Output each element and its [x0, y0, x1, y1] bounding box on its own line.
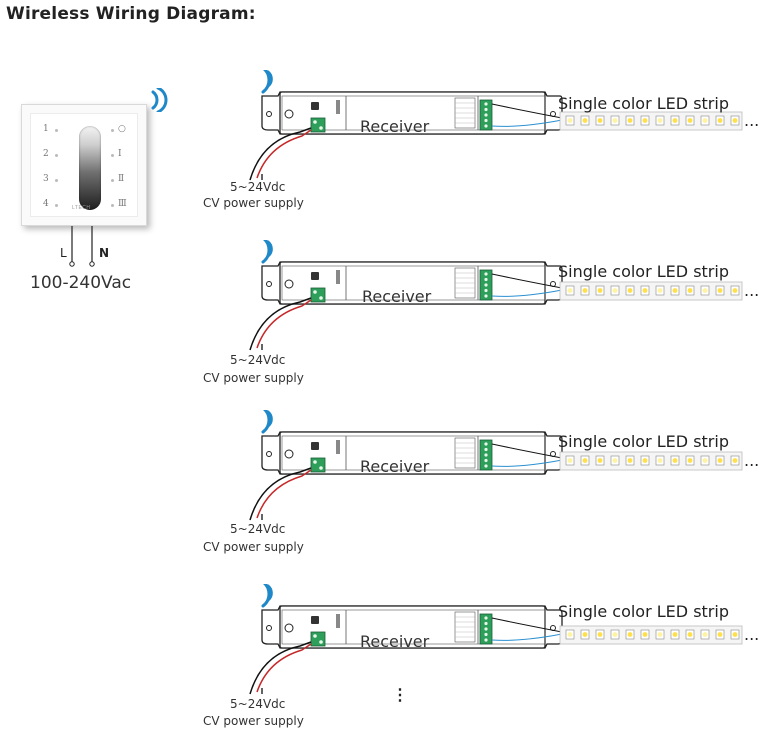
panel-brand: LTECH: [72, 205, 91, 211]
wifi-signal-icon: [261, 70, 273, 94]
match-button: [311, 272, 319, 280]
strip-positive-wire: [491, 273, 563, 289]
match-button: [311, 442, 319, 450]
led-strip: [559, 451, 743, 471]
psu-voltage: 5~24Vdc: [230, 353, 286, 367]
mount-hole: [266, 451, 272, 457]
match-button: [311, 102, 319, 110]
status-led: [284, 109, 294, 119]
receiver-diagram: ...: [249, 240, 759, 351]
status-led: [284, 449, 294, 459]
key-3: 3: [43, 174, 49, 184]
wifi-signal-icon: [261, 410, 273, 434]
panel-frame: 1 2 3 4 ○ Ⅰ Ⅱ Ⅲ LTECH: [21, 104, 147, 226]
strip-channel-wire: [491, 633, 563, 641]
input-voltage-label: 100-240Vac: [30, 273, 132, 293]
power-negative-wire: [249, 127, 312, 181]
strip-label: Single color LED strip: [558, 262, 729, 281]
match-button: [311, 616, 319, 624]
led-strip: [559, 281, 743, 301]
receiver-row-2: ... Receiver Single color LED strip 5~24…: [0, 240, 775, 390]
status-led: [284, 623, 294, 633]
panel-wiring: [69, 226, 95, 267]
strip-positive-wire: [491, 617, 563, 633]
strip-continuation-dots: ...: [744, 111, 759, 130]
diagram-title: Wireless Wiring Diagram:: [6, 4, 256, 24]
strip-label: Single color LED strip: [558, 94, 729, 113]
power-negative-wire: [249, 297, 312, 351]
key-scene-2: Ⅱ: [118, 174, 125, 184]
strip-continuation-dots: ...: [744, 451, 759, 470]
strip-channel-wire: [491, 119, 563, 127]
psu-type: CV power supply: [203, 714, 304, 728]
led-strip: [559, 625, 743, 645]
wifi-signal-icon: [261, 584, 273, 608]
key-1: 1: [43, 124, 49, 134]
panel-face: 1 2 3 4 ○ Ⅰ Ⅱ Ⅲ: [30, 113, 138, 217]
strip-continuation-dots: ...: [744, 281, 759, 300]
wifi-signal-icon: [261, 240, 273, 264]
wifi-signal-icon: [151, 88, 168, 112]
psu-type: CV power supply: [203, 371, 304, 385]
psu-voltage: 5~24Vdc: [230, 180, 286, 194]
strip-positive-wire: [491, 103, 563, 119]
strip-positive-wire: [491, 443, 563, 459]
power-positive-wire: [256, 469, 312, 519]
power-negative-wire: [249, 467, 312, 521]
key-scene-1: Ⅰ: [118, 149, 122, 159]
terminal-l-label: L: [60, 246, 67, 260]
receiver-diagram: ...: [249, 70, 759, 181]
led-strip: [559, 111, 743, 131]
key-2: 2: [43, 149, 49, 159]
psu-voltage: 5~24Vdc: [230, 522, 286, 536]
key-scene-3: Ⅲ: [118, 199, 127, 209]
key-4: 4: [43, 199, 49, 209]
psu-voltage: 5~24Vdc: [230, 697, 286, 711]
receiver-row-3: ... Receiver Single color LED strip 5~24…: [0, 410, 775, 560]
power-positive-wire: [256, 643, 312, 693]
strip-continuation-dots: ...: [744, 625, 759, 644]
terminal-n-label: N: [99, 246, 110, 260]
mount-hole: [266, 625, 272, 631]
power-positive-wire: [256, 299, 312, 349]
psu-type: CV power supply: [203, 540, 304, 554]
strip-label: Single color LED strip: [558, 602, 729, 621]
power-input-terminal: [310, 457, 326, 473]
mount-hole: [266, 281, 272, 287]
receiver-label: Receiver: [360, 117, 430, 136]
power-positive-wire: [256, 129, 312, 179]
power-negative-wire: [249, 641, 312, 695]
receiver-row-1: ... Receiver Single color LED strip 5~24…: [0, 70, 775, 220]
receiver-label: Receiver: [362, 287, 432, 306]
key-power: ○: [118, 124, 126, 134]
strip-channel-wire: [491, 289, 563, 297]
power-input-terminal: [310, 631, 326, 647]
receiver-diagram: ...: [249, 584, 759, 695]
receiver-label: Receiver: [360, 632, 430, 651]
power-input-terminal: [310, 117, 326, 133]
mount-hole: [266, 111, 272, 117]
receiver-label: Receiver: [360, 457, 430, 476]
psu-type: CV power supply: [203, 196, 304, 210]
receiver-row-4: ... Receiver Single color LED strip 5~24…: [0, 584, 775, 734]
status-led: [284, 279, 294, 289]
receiver-diagram: ...: [249, 410, 759, 521]
strip-label: Single color LED strip: [558, 432, 729, 451]
brightness-slider: [79, 126, 101, 210]
power-input-terminal: [310, 287, 326, 303]
strip-channel-wire: [491, 459, 563, 467]
more-receivers-indicator: ⋮: [392, 687, 408, 704]
